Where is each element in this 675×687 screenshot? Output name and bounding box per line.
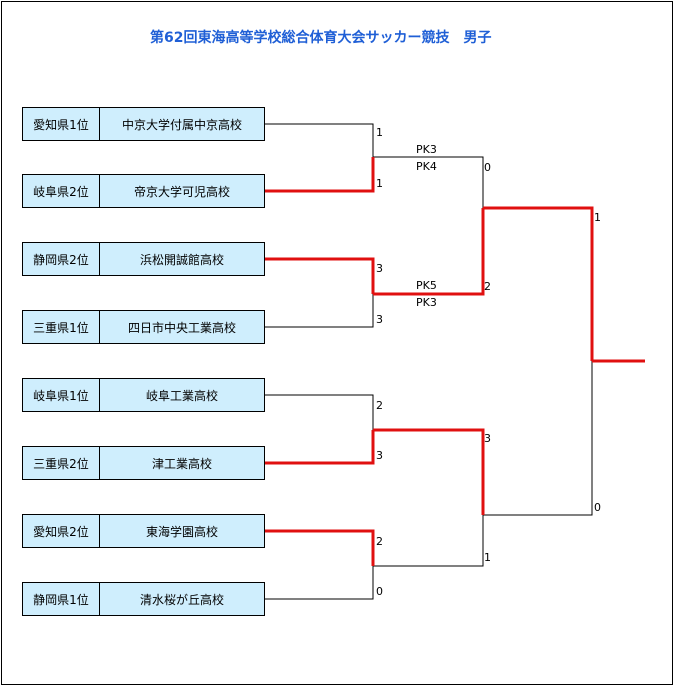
bracket-line [373, 515, 484, 567]
winner-line [265, 157, 375, 193]
score-label: 0 [594, 501, 601, 514]
bracket-line [265, 294, 374, 328]
team-row: 岐阜県1位 岐阜工業高校 [22, 378, 265, 412]
team-prefecture: 愛知県1位 [22, 107, 100, 141]
score-label: 2 [376, 399, 383, 412]
score-label: 3 [484, 432, 491, 445]
winner-line [265, 257, 375, 294]
team-school: 清水桜が丘高校 [99, 582, 265, 616]
bracket-line [265, 394, 374, 430]
score-label: 1 [594, 211, 601, 224]
score-label: 3 [376, 449, 383, 462]
pk-label: PK5 [416, 279, 437, 292]
bracket-line [373, 156, 484, 208]
team-row: 岐阜県2位 帝京大学可児高校 [22, 174, 265, 208]
score-label: 3 [376, 262, 383, 275]
team-prefecture: 愛知県2位 [22, 514, 100, 548]
score-label: 1 [376, 177, 383, 190]
pk-label: PK4 [416, 160, 437, 173]
team-prefecture: 岐阜県2位 [22, 174, 100, 208]
team-school: 岐阜工業高校 [99, 378, 265, 412]
winner-line [373, 208, 485, 296]
team-row: 三重県2位 津工業高校 [22, 446, 265, 480]
score-label: 2 [484, 280, 491, 293]
score-label: 0 [484, 161, 491, 174]
pk-label: PK3 [416, 143, 437, 156]
team-prefecture: 静岡県1位 [22, 582, 100, 616]
team-prefecture: 三重県2位 [22, 446, 100, 480]
bracket-line [265, 566, 374, 600]
team-school: 帝京大学可児高校 [99, 174, 265, 208]
winner-line [265, 430, 375, 465]
team-row: 愛知県1位 中京大学付属中京高校 [22, 107, 265, 141]
team-row: 愛知県2位 東海学園高校 [22, 514, 265, 548]
team-school: 東海学園高校 [99, 514, 265, 548]
score-label: 0 [376, 585, 383, 598]
team-prefecture: 三重県1位 [22, 310, 100, 344]
winner-line [265, 529, 375, 566]
page-title: 第62回東海高等学校総合体育大会サッカー競技 男子 [150, 30, 492, 46]
pk-label: PK3 [416, 296, 437, 309]
team-school: 中京大学付属中京高校 [99, 107, 265, 141]
team-prefecture: 岐阜県1位 [22, 378, 100, 412]
bracket-line [265, 123, 374, 157]
winner-line [483, 206, 594, 361]
score-label: 1 [376, 126, 383, 139]
team-row: 静岡県1位 清水桜が丘高校 [22, 582, 265, 616]
score-label: 1 [484, 551, 491, 564]
score-label: 2 [376, 535, 383, 548]
team-row: 静岡県2位 浜松開誠館高校 [22, 242, 265, 276]
score-label: 3 [376, 313, 383, 326]
team-row: 三重県1位 四日市中央工業高校 [22, 310, 265, 344]
team-school: 浜松開誠館高校 [99, 242, 265, 276]
winner-line [373, 428, 485, 515]
team-school: 四日市中央工業高校 [99, 310, 265, 344]
team-school: 津工業高校 [99, 446, 265, 480]
bracket-line [483, 361, 593, 516]
